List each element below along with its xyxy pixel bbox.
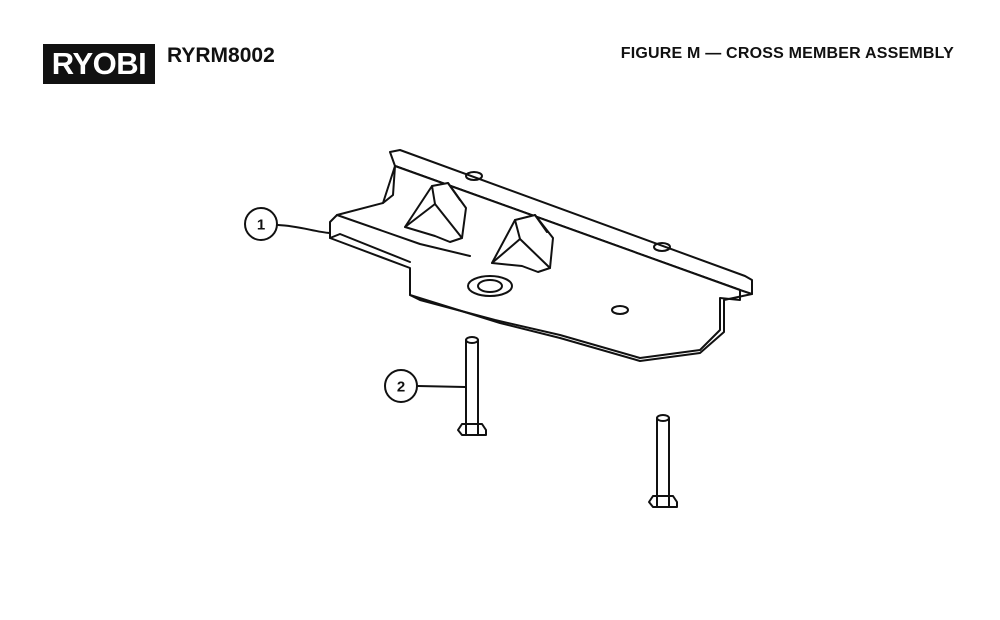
bolt-part	[648, 414, 678, 508]
callout-number-1: 1	[257, 217, 265, 234]
model-number: RYRM8002	[167, 44, 275, 67]
callout-number-2: 2	[397, 379, 405, 396]
callout-leader	[417, 385, 466, 388]
callout-leader	[277, 224, 331, 234]
bolt-part	[457, 336, 487, 436]
ryobi-logo: RYOBI	[43, 44, 155, 84]
callout-circle	[244, 207, 278, 241]
cross-member-part	[329, 149, 753, 362]
figure-title: FIGURE M — CROSS MEMBER ASSEMBLY	[620, 45, 954, 62]
callout-circle	[384, 369, 418, 403]
